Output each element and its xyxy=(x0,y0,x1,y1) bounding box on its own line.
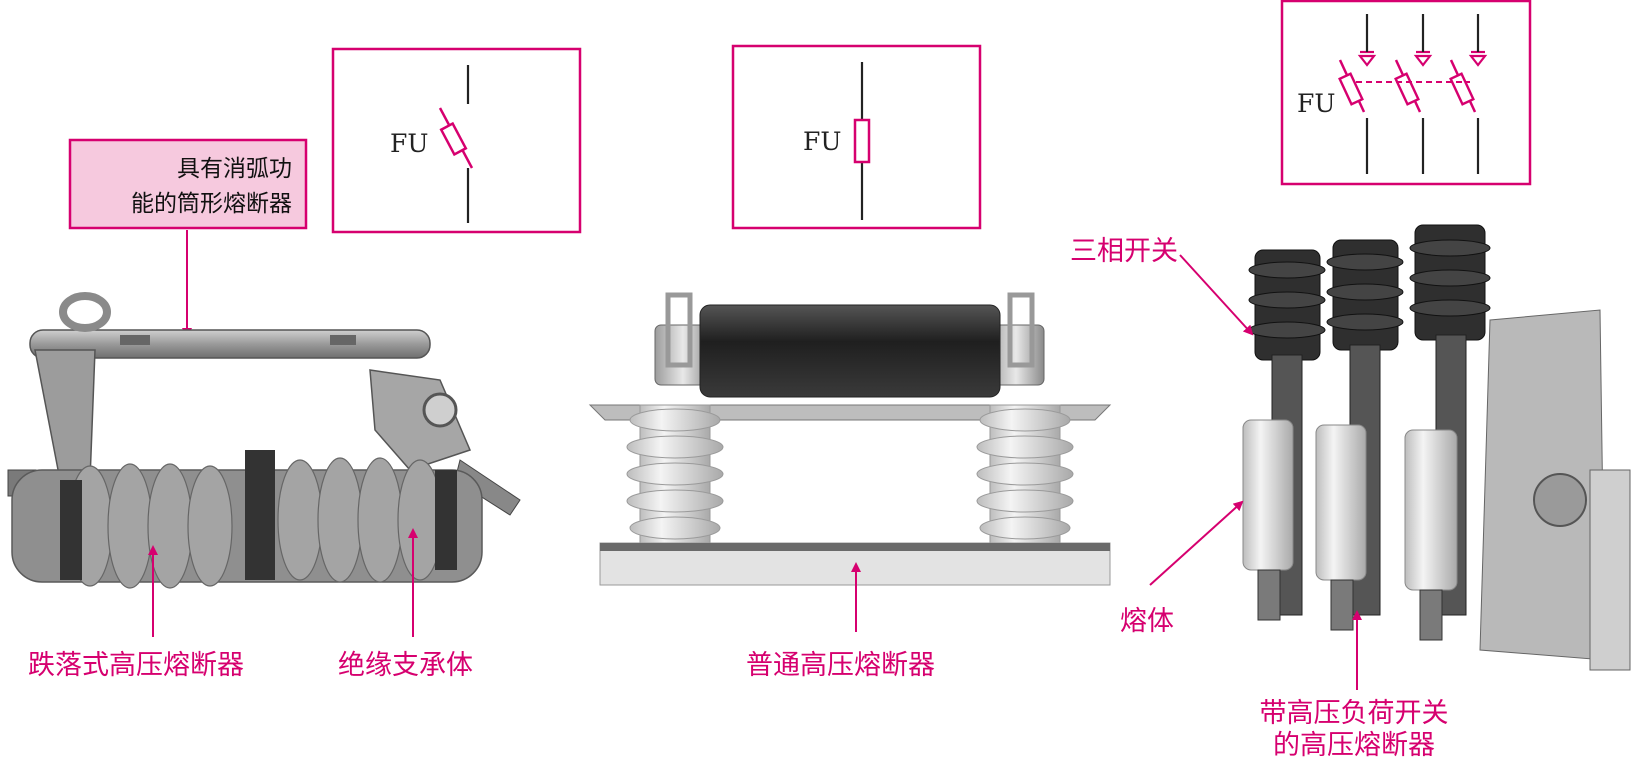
fuse-tube xyxy=(699,304,1001,398)
insulator-left xyxy=(626,404,724,554)
insulator-right xyxy=(976,404,1074,554)
fu-label: FU xyxy=(803,127,841,156)
fuse-element-symbol xyxy=(853,118,871,164)
fu-label: FU xyxy=(390,129,428,158)
callout-frame xyxy=(68,138,308,230)
callout-line-1: 具有消弧功 xyxy=(177,156,292,182)
fu-label: FU xyxy=(1297,89,1335,118)
label-fuse-element: 熔体 xyxy=(1120,606,1174,637)
left-bracket xyxy=(34,349,96,481)
load-switch-fuse-illustration xyxy=(1242,224,1631,671)
phase-a xyxy=(1338,14,1377,174)
switch-insulators xyxy=(1248,224,1491,361)
symbol-box-plain-fuse: FU xyxy=(731,44,982,230)
symbol-box-three-phase-fuse: FU xyxy=(1280,0,1532,186)
symbol-box-drop-out-fuse: FU xyxy=(331,47,582,234)
three-phase-switch-arrow xyxy=(1179,254,1254,336)
right-clamp xyxy=(369,369,472,471)
label-ordinary-fuse: 普通高压熔断器 xyxy=(746,650,935,681)
callout-box: 具有消弧功 能的筒形熔断器 xyxy=(68,138,308,230)
fuse-element-symbol xyxy=(439,121,468,157)
ordinary-fuse-illustration xyxy=(588,292,1112,586)
label-load-switch-fuse-line-2: 的高压熔断器 xyxy=(1273,730,1435,760)
fuse-element-arrow xyxy=(1149,500,1244,586)
label-insulating-support: 绝缘支承体 xyxy=(338,650,473,681)
label-load-switch-fuse-line-1: 带高压负荷开关 xyxy=(1260,698,1449,729)
drop-out-fuse-illustration xyxy=(7,292,521,589)
fuse-cartridges xyxy=(1242,419,1458,591)
label-three-phase-switch: 三相开关 xyxy=(1070,236,1178,267)
callout-line-2: 能的筒形熔断器 xyxy=(131,191,292,217)
pull-ring xyxy=(59,292,111,332)
label-drop-out-fuse: 跌落式高压熔断器 xyxy=(28,650,244,681)
